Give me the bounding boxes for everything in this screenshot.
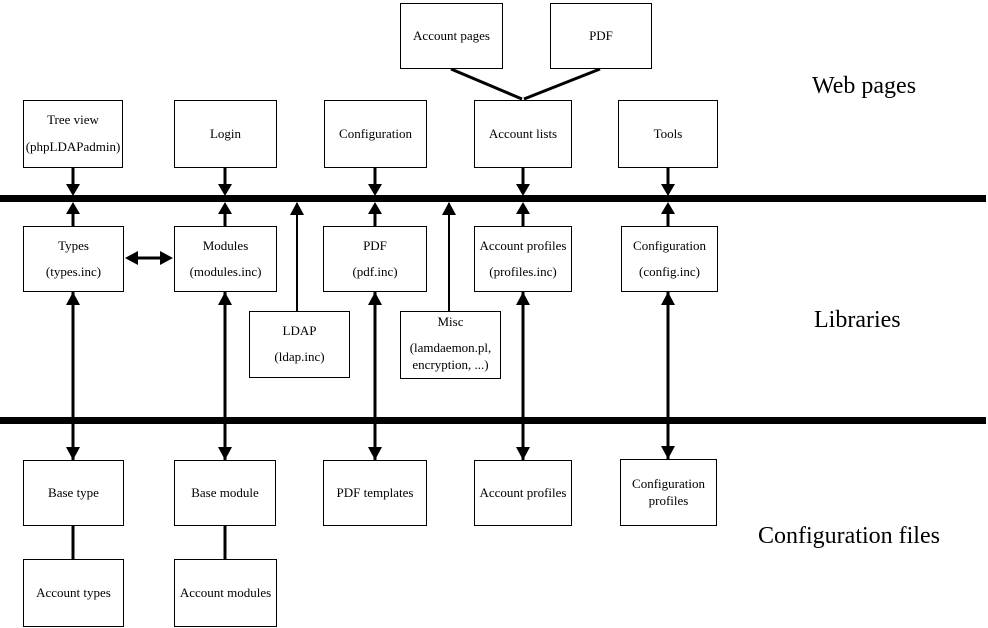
box-title: Configuration [633, 237, 706, 253]
connector-login-bus [218, 168, 232, 227]
box-title: Base type [48, 484, 99, 500]
connector-configlib-configprofiles [661, 292, 675, 459]
box-title: Misc [437, 314, 464, 329]
box-subtitle: (modules.inc) [189, 263, 262, 279]
box-account-profiles-config: Account profiles [474, 460, 572, 526]
box-title: Modules [202, 237, 249, 253]
box-title: Account pages [413, 27, 490, 43]
box-subtitle: (profiles.inc) [489, 263, 557, 279]
box-title: Account profiles [479, 484, 567, 500]
box-account-modules: Account modules [174, 559, 277, 627]
connector-pdflib-pdftemplates [368, 292, 382, 460]
section-label-libraries: Libraries [814, 307, 901, 333]
box-title: Configuration [339, 125, 412, 141]
connector-configurationpage-bus [368, 168, 382, 227]
box-pdf-lib: PDF (pdf.inc) [323, 226, 427, 292]
box-misc-lib: Misc (lamdaemon.pl, encryption, ...) [400, 311, 501, 379]
box-pdf-templates: PDF templates [323, 460, 427, 526]
box-account-profiles-lib: Account profiles (profiles.inc) [474, 226, 572, 292]
box-tree-view: Tree view (phpLDAPadmin) [23, 100, 123, 168]
box-title: PDF templates [336, 484, 414, 500]
box-subtitle: (ldap.inc) [274, 349, 325, 365]
box-subtitle: (phpLDAPadmin) [25, 139, 121, 155]
box-title: LDAP [282, 322, 317, 338]
box-title: Tree view [47, 112, 99, 128]
connector-accountlists-bus [516, 168, 530, 227]
bus-webpages-libraries [0, 195, 986, 202]
box-title: Account profiles [479, 237, 567, 253]
box-title: Account types [36, 584, 111, 600]
box-account-lists: Account lists [474, 100, 572, 168]
box-configuration-page: Configuration [324, 100, 427, 168]
box-title: PDF [589, 27, 613, 43]
box-subtitle: (types.inc) [45, 263, 102, 279]
box-title: Types [58, 237, 89, 253]
line-pdfpage-accountlists [523, 67, 601, 101]
box-account-pages: Account pages [400, 3, 503, 69]
arrow-types-modules [125, 251, 173, 265]
box-subtitle: (lamdaemon.pl, encryption, ...) [409, 340, 492, 373]
section-label-web-pages: Web pages [812, 73, 917, 99]
box-title: Base module [191, 484, 259, 500]
box-subtitle: (pdf.inc) [352, 263, 398, 279]
connector-treeview-bus [66, 168, 80, 227]
box-title: Tools [653, 125, 683, 141]
line-accountpages-accountlists [450, 67, 523, 101]
connector-types-basetype [66, 292, 80, 460]
connector-profileslib-accountprofiles [516, 292, 530, 460]
box-title: Login [209, 125, 242, 141]
box-types-lib: Types (types.inc) [23, 226, 124, 292]
box-title: Account modules [179, 584, 272, 600]
bus-libraries-configfiles [0, 417, 986, 424]
box-configuration-lib: Configuration (config.inc) [621, 226, 718, 292]
box-base-module: Base module [174, 460, 276, 526]
box-login: Login [174, 100, 277, 168]
box-modules-lib: Modules (modules.inc) [174, 226, 277, 292]
box-pdf-page: PDF [550, 3, 652, 69]
connector-tools-bus [661, 168, 675, 227]
box-tools: Tools [618, 100, 718, 168]
box-title: PDF [363, 237, 387, 253]
box-ldap-lib: LDAP (ldap.inc) [249, 311, 350, 378]
box-configuration-profiles: Configuration profiles [620, 459, 717, 526]
box-title: Account lists [488, 125, 558, 141]
section-label-configuration-files: Configuration files [758, 523, 940, 549]
box-base-type: Base type [23, 460, 124, 526]
connector-misc-bus [442, 202, 456, 311]
connector-modules-basemodule [218, 292, 232, 460]
box-account-types: Account types [23, 559, 124, 627]
box-subtitle: (config.inc) [638, 263, 700, 279]
box-title: Configuration [632, 476, 705, 492]
connector-ldap-bus [290, 202, 304, 311]
box-subtitle: profiles [648, 492, 689, 508]
